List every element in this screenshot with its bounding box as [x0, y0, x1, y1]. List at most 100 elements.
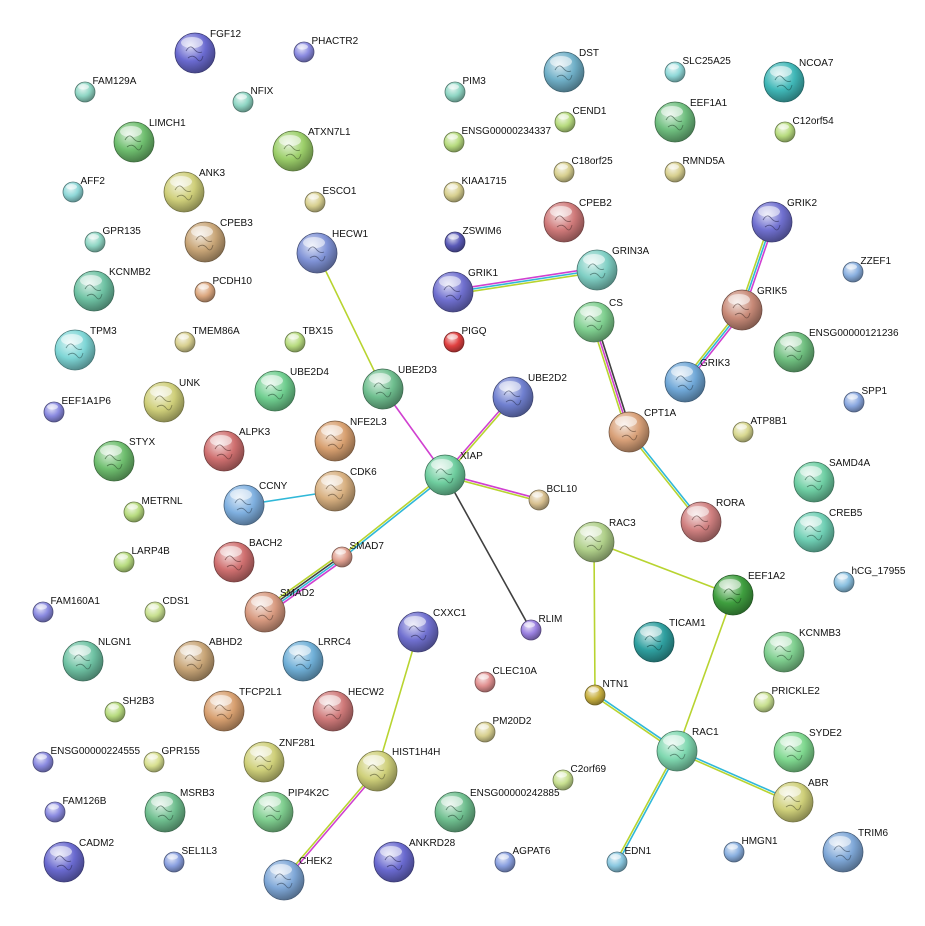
node-eef1a1p6[interactable]: EEF1A1P6 [43, 396, 111, 423]
node-xiap[interactable]: XIAP [424, 451, 483, 496]
node-lrrc4[interactable]: LRRC4 [282, 637, 351, 682]
node-cdk6[interactable]: CDK6 [314, 467, 377, 512]
node-ticam1[interactable]: TICAM1 [633, 618, 706, 663]
node-cadm2[interactable]: CADM2 [43, 838, 114, 883]
node-cpeb2[interactable]: CPEB2 [543, 198, 612, 243]
node-nlgn1[interactable]: NLGN1 [62, 637, 132, 682]
node-cds1[interactable]: CDS1 [144, 596, 190, 623]
node-ensg00000121236[interactable]: ENSG00000121236 [773, 328, 899, 373]
node-tmem86a[interactable]: TMEM86A [174, 326, 240, 353]
node-cs[interactable]: CS [573, 298, 623, 343]
node-esco1[interactable]: ESCO1 [304, 186, 357, 213]
node-hmgn1[interactable]: HMGN1 [723, 836, 778, 863]
node-creb5[interactable]: CREB5 [793, 508, 863, 553]
node-rora[interactable]: RORA [680, 498, 745, 543]
node-smad2[interactable]: SMAD2 [244, 588, 315, 633]
node-grik2[interactable]: GRIK2 [751, 198, 817, 243]
node-gpr155[interactable]: GPR155 [143, 746, 200, 773]
node-clec10a[interactable]: CLEC10A [474, 666, 537, 693]
node-rmnd5a[interactable]: RMND5A [664, 156, 725, 183]
node-kiaa1715[interactable]: KIAA1715 [443, 176, 507, 203]
node-ncoa7[interactable]: NCOA7 [763, 58, 834, 103]
node-ensg00000234337[interactable]: ENSG00000234337 [443, 126, 551, 153]
node-rlim[interactable]: RLIM [520, 614, 562, 641]
node-prickle2[interactable]: PRICKLE2 [753, 686, 820, 713]
node-fam126b[interactable]: FAM126B [44, 796, 107, 823]
node-rac3[interactable]: RAC3 [573, 518, 636, 563]
node-kcnmb2[interactable]: KCNMB2 [73, 267, 151, 312]
node-grik3[interactable]: GRIK3 [664, 358, 730, 403]
node-phactr2[interactable]: PHACTR2 [293, 36, 359, 63]
node-hecw2[interactable]: HECW2 [312, 687, 385, 732]
node-metrnl[interactable]: METRNL [123, 496, 183, 523]
node-cend1[interactable]: CEND1 [554, 106, 607, 133]
node-pigq[interactable]: PIGQ [443, 326, 487, 353]
node-nfe2l3[interactable]: NFE2L3 [314, 417, 387, 462]
node-ank3[interactable]: ANK3 [163, 168, 226, 213]
node-hecw1[interactable]: HECW1 [296, 229, 369, 274]
node-syde2[interactable]: SYDE2 [773, 728, 842, 773]
node-pm20d2[interactable]: PM20D2 [474, 716, 532, 743]
node-fam160a1[interactable]: FAM160A1 [32, 596, 100, 623]
node-spp1[interactable]: SPP1 [843, 386, 888, 413]
node-slc25a25[interactable]: SLC25A25 [664, 56, 731, 83]
node-znf281[interactable]: ZNF281 [243, 738, 316, 783]
node-grik1[interactable]: GRIK1 [432, 268, 498, 313]
node-kcnmb3[interactable]: KCNMB3 [763, 628, 841, 673]
node-ube2d4[interactable]: UBE2D4 [254, 367, 329, 412]
node-sel1l3[interactable]: SEL1L3 [163, 846, 218, 873]
node-fam129a[interactable]: FAM129A [74, 76, 137, 103]
node-ube2d3[interactable]: UBE2D3 [362, 365, 437, 410]
node-zswim6[interactable]: ZSWIM6 [444, 226, 502, 253]
node-tbx15[interactable]: TBX15 [284, 326, 334, 353]
node-sh2b3[interactable]: SH2B3 [104, 696, 155, 723]
node-msrb3[interactable]: MSRB3 [144, 788, 215, 833]
node-bcl10[interactable]: BCL10 [528, 484, 578, 511]
node-cpeb3[interactable]: CPEB3 [184, 218, 253, 263]
node-agpat6[interactable]: AGPAT6 [494, 846, 551, 873]
node-abr[interactable]: ABR [772, 778, 829, 823]
node-styx[interactable]: STYX [93, 437, 155, 482]
node-abhd2[interactable]: ABHD2 [173, 637, 243, 682]
node-hcg-17955[interactable]: hCG_17955 [833, 566, 906, 593]
node-alpk3[interactable]: ALPK3 [203, 427, 271, 472]
node-ntn1[interactable]: NTN1 [584, 679, 629, 706]
node-cxxc1[interactable]: CXXC1 [397, 608, 467, 653]
node-grik5[interactable]: GRIK5 [721, 286, 787, 331]
node-c2orf69[interactable]: C2orf69 [552, 764, 607, 791]
node-bach2[interactable]: BACH2 [213, 538, 283, 583]
node-cpt1a[interactable]: CPT1A [608, 408, 677, 453]
node-samd4a[interactable]: SAMD4A [793, 458, 870, 503]
node-atp8b1[interactable]: ATP8B1 [732, 416, 787, 443]
node-ube2d2[interactable]: UBE2D2 [492, 373, 567, 418]
node-pim3[interactable]: PIM3 [444, 76, 486, 103]
node-trim6[interactable]: TRIM6 [822, 828, 888, 873]
node-dst[interactable]: DST [543, 48, 599, 93]
node-limch1[interactable]: LIMCH1 [113, 118, 186, 163]
node-aff2[interactable]: AFF2 [62, 176, 105, 203]
node-c12orf54[interactable]: C12orf54 [774, 116, 834, 143]
node-ensg00000224555[interactable]: ENSG00000224555 [32, 746, 140, 773]
node-eef1a1[interactable]: EEF1A1 [654, 98, 728, 143]
node-larp4b[interactable]: LARP4B [113, 546, 170, 573]
node-zzef1[interactable]: ZZEF1 [842, 256, 891, 283]
node-c18orf25[interactable]: C18orf25 [553, 156, 613, 183]
node-nfix[interactable]: NFIX [232, 86, 274, 113]
node-hist1h4h[interactable]: HIST1H4H [356, 747, 440, 792]
node-gpr135[interactable]: GPR135 [84, 226, 141, 253]
node-grin3a[interactable]: GRIN3A [576, 246, 650, 291]
node-unk[interactable]: UNK [143, 378, 200, 423]
node-chek2[interactable]: CHEK2 [263, 856, 333, 901]
node-ccny[interactable]: CCNY [223, 481, 288, 526]
node-edn1[interactable]: EDN1 [606, 846, 652, 873]
node-ankrd28[interactable]: ANKRD28 [373, 838, 456, 883]
node-rac1[interactable]: RAC1 [656, 727, 719, 772]
node-eef1a2[interactable]: EEF1A2 [712, 571, 786, 616]
node-tpm3[interactable]: TPM3 [54, 326, 117, 371]
node-ensg00000242885[interactable]: ENSG00000242885 [434, 788, 560, 833]
node-atxn7l1[interactable]: ATXN7L1 [272, 127, 351, 172]
node-pcdh10[interactable]: PCDH10 [194, 276, 252, 303]
node-tfcp2l1[interactable]: TFCP2L1 [203, 687, 282, 732]
node-pip4k2c[interactable]: PIP4K2C [252, 788, 329, 833]
node-smad7[interactable]: SMAD7 [331, 541, 384, 568]
